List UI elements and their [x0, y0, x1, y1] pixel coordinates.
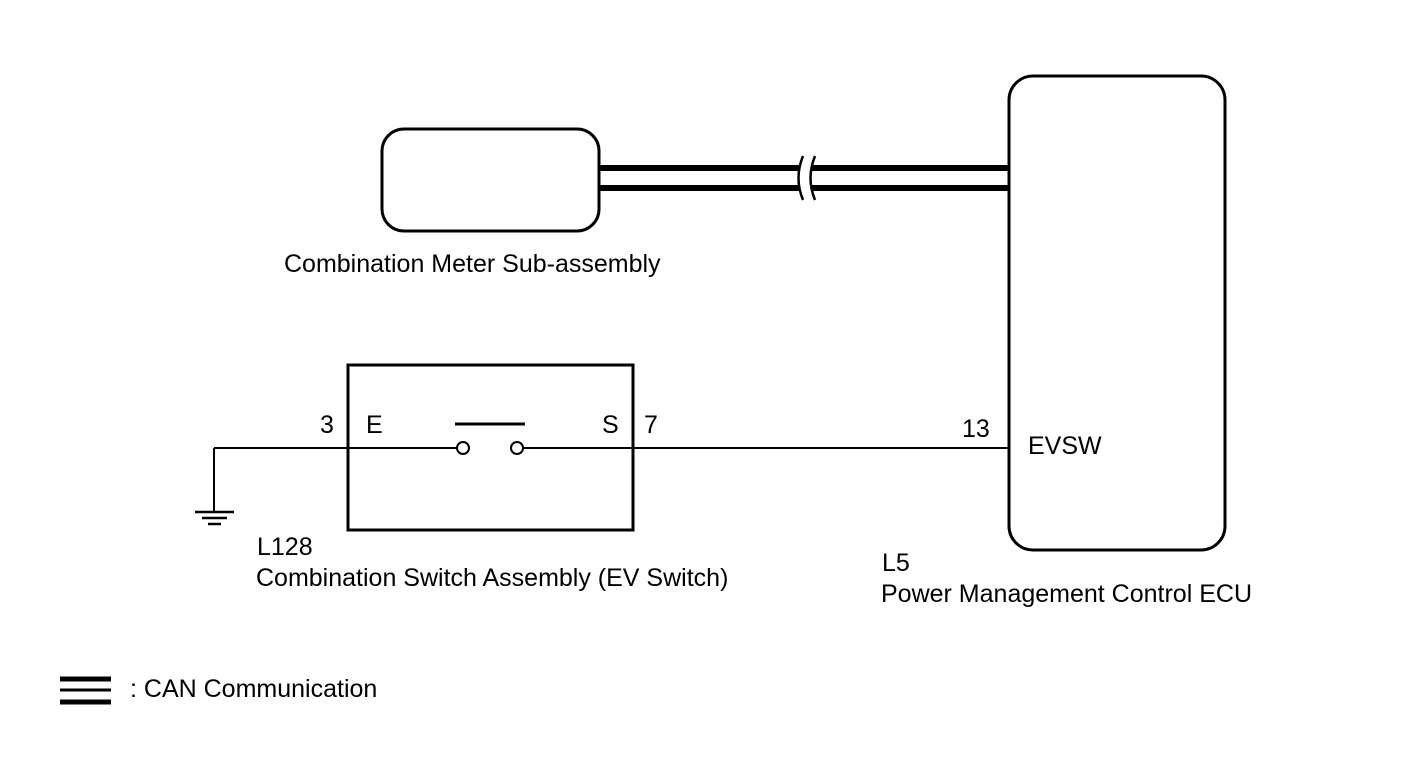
ecu-pin-label: 13	[962, 415, 990, 443]
ecu-box	[1007, 74, 1227, 552]
ecu-terminal-label: EVSW	[1028, 432, 1102, 460]
switch-pin-right-label: 7	[644, 411, 658, 439]
switch-contact-left	[456, 441, 470, 455]
meter-name: Combination Meter Sub-assembly	[284, 250, 661, 278]
combination-meter-box	[380, 127, 601, 233]
ecu-name: Power Management Control ECU	[881, 580, 1252, 608]
ecu-connector-label: L5	[882, 549, 910, 577]
switch-connector-label: L128	[257, 533, 313, 561]
wire-break-symbol-right	[809, 155, 817, 201]
wire-break-symbol-left	[797, 155, 805, 201]
switch-contact-right	[510, 441, 524, 455]
can-legend-label: : CAN Communication	[130, 675, 377, 703]
switch-terminal-left-label: E	[366, 411, 383, 439]
switch-name: Combination Switch Assembly (EV Switch)	[256, 564, 728, 592]
switch-pin-left-label: 3	[320, 411, 334, 439]
can-legend-icon	[60, 676, 111, 705]
ground-symbol-icon	[195, 510, 234, 526]
switch-terminal-right-label: S	[602, 411, 619, 439]
